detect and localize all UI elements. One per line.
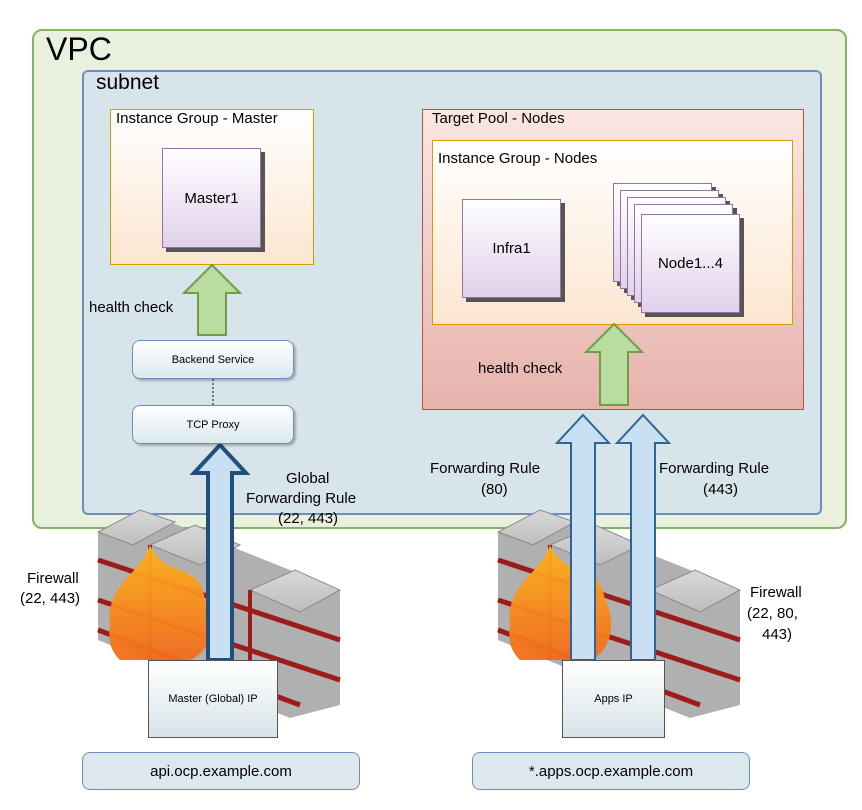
forwarding-rule-443-label: Forwarding Rule bbox=[659, 460, 770, 477]
health-check-arrow-nodes bbox=[583, 322, 645, 406]
global-forwarding-rule-label-line2: Forwarding Rule bbox=[246, 490, 357, 507]
firewall-apps-label: Firewall bbox=[750, 584, 802, 601]
subnet-title: subnet bbox=[96, 71, 160, 94]
infra1-instance: Infra1 bbox=[462, 199, 561, 298]
forwarding-rule-80-label: Forwarding Rule bbox=[430, 460, 541, 477]
dns-api: api.ocp.example.com bbox=[82, 752, 360, 790]
forwarding-rule-443-port: (443) bbox=[703, 481, 739, 498]
health-check-arrow-master bbox=[181, 263, 243, 336]
health-check-label-nodes: health check bbox=[478, 360, 563, 377]
firewall-apps-ports: (22, 80, bbox=[747, 605, 798, 622]
global-forwarding-rule-label-line3: (22, 443) bbox=[278, 510, 339, 527]
instance-group-nodes-title: Instance Group - Nodes bbox=[438, 150, 598, 167]
firewall-master-label: Firewall bbox=[27, 570, 79, 587]
tcp-proxy-box: TCP Proxy bbox=[132, 405, 294, 444]
nodes-instance: Node1...4 bbox=[641, 214, 740, 313]
master-ip-box: Master (Global) IP bbox=[148, 660, 278, 738]
firewall-master-ports: (22, 443) bbox=[20, 590, 81, 607]
global-forwarding-rule-label: Global bbox=[286, 470, 330, 487]
forwarding-rule-80-port: (80) bbox=[481, 481, 508, 498]
backend-service-box: Backend Service bbox=[132, 340, 294, 379]
firewall-apps-ports-line3: 443) bbox=[762, 626, 793, 643]
target-pool-title: Target Pool - Nodes bbox=[432, 110, 565, 127]
dns-apps: *.apps.ocp.example.com bbox=[472, 752, 750, 790]
master1-instance: Master1 bbox=[162, 148, 261, 248]
health-check-label-master: health check bbox=[89, 299, 174, 316]
apps-ip-box: Apps IP bbox=[562, 660, 665, 738]
instance-group-master-title: Instance Group - Master bbox=[116, 110, 278, 127]
vpc-title: VPC bbox=[46, 31, 112, 67]
